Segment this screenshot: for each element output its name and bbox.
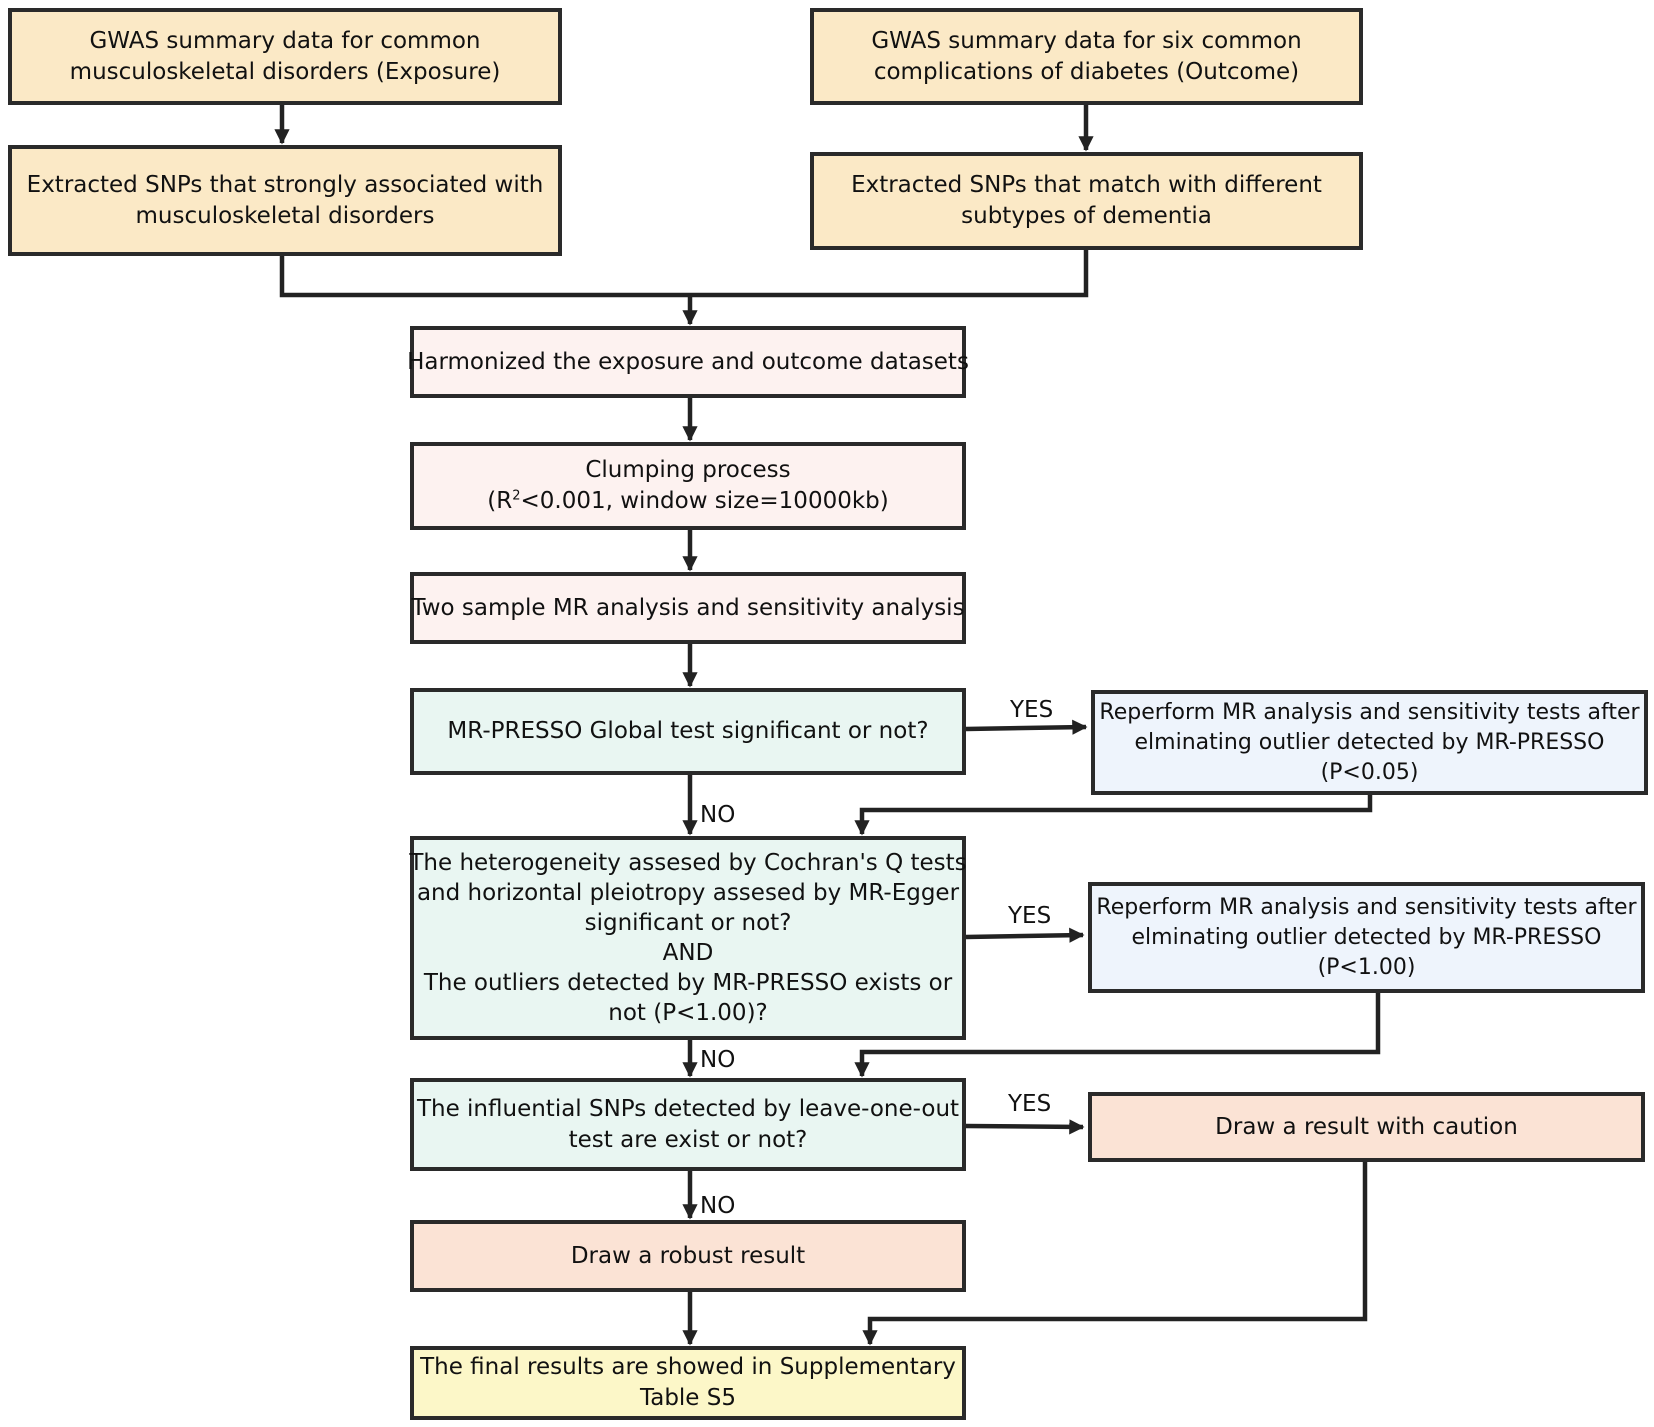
arrow-influential-yes-to-caution — [965, 1119, 1085, 1135]
harmonize-box: Harmonized the exposure and outcome data… — [407, 326, 969, 398]
box-text-line: Extracted SNPs that strongly associated … — [26, 171, 544, 198]
clumping-title: Clumping process — [585, 457, 791, 483]
arrow-reperform-1-to-heterogeneity — [854, 795, 1373, 836]
box-text-line: elminating outlier detected by MR-PRESSO — [1134, 729, 1605, 755]
box-text-line: Two sample MR analysis and sensitivity a… — [411, 594, 965, 621]
influential-box: The influential SNPs detected by leave-o… — [410, 1078, 966, 1171]
arrow-heterogeneity-yes-to-reperform-2 — [965, 927, 1085, 943]
box-text-line: Reperform MR analysis and sensitivity te… — [1099, 699, 1640, 725]
box-text-line: complications of diabetes (Outcome) — [873, 58, 1300, 85]
box-text-line: Harmonized the exposure and outcome data… — [407, 348, 969, 375]
robust-box: Draw a robust result — [410, 1220, 966, 1292]
reperform-1-box: Reperform MR analysis and sensitivity te… — [1091, 690, 1648, 795]
clumping-suffix: <0.001, window size=10000kb) — [520, 488, 889, 514]
clumping-superscript: 2 — [512, 488, 521, 504]
gwas-outcome-box: GWAS summary data for six common complic… — [810, 8, 1363, 105]
line-snps-exposure-down — [279, 256, 690, 298]
box-text-line: The heterogeneity assesed by Cochran's Q… — [409, 850, 967, 876]
edge-label-yes: YES — [1008, 903, 1052, 929]
box-text-line: subtypes of dementia — [961, 203, 1212, 229]
box-text-line: The influential SNPs detected by leave-o… — [416, 1095, 960, 1122]
reperform-2-box: Reperform MR analysis and sensitivity te… — [1088, 882, 1645, 993]
heterogeneity-box: The heterogeneity assesed by Cochran's Q… — [409, 836, 967, 1040]
box-text-line: not (P<1.00)? — [608, 1000, 768, 1026]
final-results-box: The final results are showed in Suppleme… — [410, 1346, 966, 1420]
gwas-exposure-box: GWAS summary data for common musculoskel… — [8, 8, 562, 105]
box-text-line: Draw a result with caution — [1215, 1113, 1518, 1140]
box-text-line: AND — [662, 940, 714, 966]
caution-box: Draw a result with caution — [1088, 1092, 1645, 1162]
box-text-line: (P<1.00) — [1317, 954, 1416, 980]
box-text-line: elminating outlier detected by MR-PRESSO — [1131, 924, 1602, 950]
edge-label-no: NO — [700, 1193, 736, 1219]
box-text-line: MR-PRESSO Global test significant or not… — [447, 718, 929, 744]
box-text-line: The final results are showed in Suppleme… — [420, 1354, 956, 1380]
arrow-reperform-2-to-influential — [854, 993, 1381, 1078]
box-text-line: Table S5 — [639, 1385, 737, 1411]
box-text-line: GWAS summary data for common — [89, 27, 481, 54]
box-text-line: and horizontal pleiotropy assesed by MR-… — [416, 880, 960, 906]
clumping-parameters: (R2<0.001, window size=10000kb) — [487, 486, 889, 517]
snps-exposure-box: Extracted SNPs that strongly associated … — [8, 145, 562, 256]
edge-label-no: NO — [700, 802, 736, 828]
arrow-global-yes-to-reperform-1 — [965, 719, 1088, 735]
edge-label-no: NO — [700, 1047, 736, 1073]
clumping-prefix: (R — [487, 488, 513, 514]
box-text-line: musculoskeletal disorders (Exposure) — [69, 58, 501, 85]
snps-outcome-box: Extracted SNPs that match with different… — [810, 152, 1363, 250]
box-text-line: musculoskeletal disorders — [135, 202, 435, 229]
edge-label-yes: YES — [1010, 697, 1054, 723]
box-text-line: (P<0.05) — [1320, 759, 1419, 785]
box-text-line: Extracted SNPs that match with different — [851, 172, 1322, 198]
clumping-box: Clumping process (R2<0.001, window size=… — [410, 442, 966, 530]
two-sample-box: Two sample MR analysis and sensitivity a… — [410, 572, 966, 644]
box-text-line: test are exist or not? — [568, 1126, 808, 1153]
edge-label-yes: YES — [1008, 1091, 1052, 1117]
box-text-line: GWAS summary data for six common — [871, 27, 1302, 54]
box-text-line: Reperform MR analysis and sensitivity te… — [1096, 894, 1637, 920]
line-snps-outcome-down — [690, 250, 1089, 298]
mrpresso-global-box: MR-PRESSO Global test significant or not… — [410, 688, 966, 775]
arrow-caution-to-final — [862, 1162, 1368, 1346]
box-text-line: The outliers detected by MR-PRESSO exist… — [423, 970, 953, 996]
box-text-line: significant or not? — [584, 910, 792, 936]
box-text-line: Draw a robust result — [570, 1242, 806, 1269]
